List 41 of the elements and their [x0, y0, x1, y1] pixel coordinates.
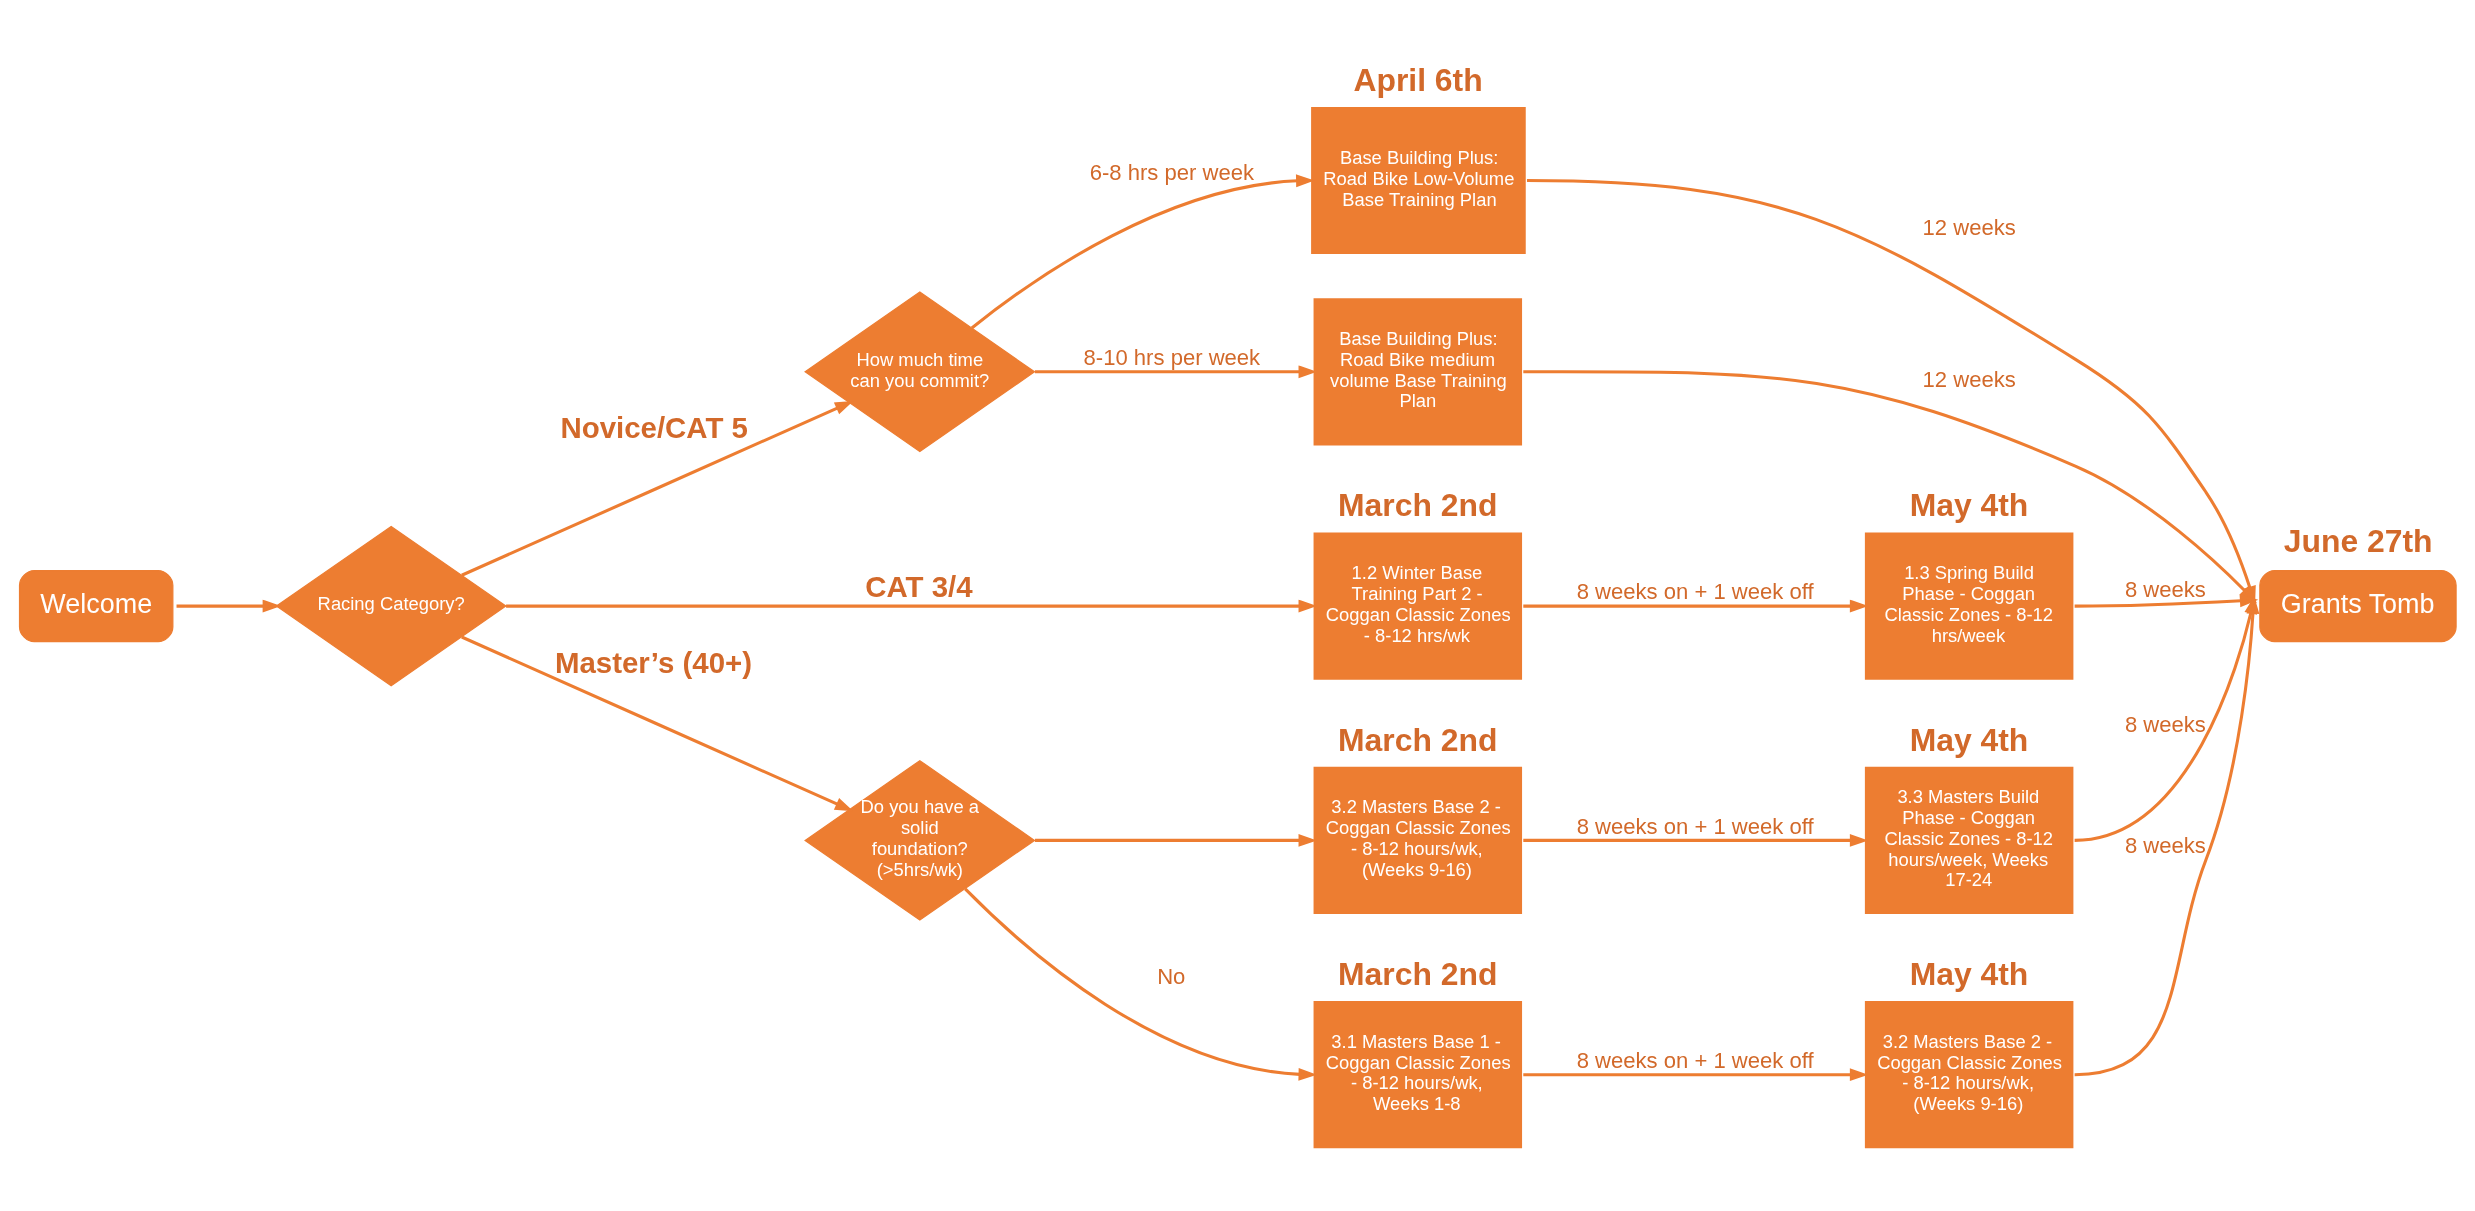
edge-label: 8 weeks on + 1 week off [1576, 813, 1814, 839]
node-box: 3.1 Masters Base 1 - Coggan Classic Zones - 8-12 hours/wk, Weeks 1-8 [1313, 1001, 1523, 1149]
node-diamond: Do you have a solid foundation? (>5hrs/wk) [804, 759, 1036, 921]
node-box: 3.2 Masters Base 2 - Coggan Classic Zones - 8-12 hours/wk, (Weeks 9-16) [1864, 1001, 2074, 1149]
edge-label: 8-10 hrs per week [1083, 344, 1261, 370]
edge-label: Master’s (40+) [554, 645, 752, 679]
edge-label: 8 weeks [2124, 576, 2206, 602]
edge-label: No [1157, 964, 1186, 990]
edge-label: 6-8 hrs per week [1089, 159, 1255, 185]
edge-label: Novice/CAT 5 [560, 411, 748, 445]
node-label: April 6th [1353, 61, 1483, 98]
arrow [506, 599, 1317, 613]
edge-label: 8 weeks on + 1 week off [1576, 1047, 1814, 1073]
edge-label: 12 weeks [1922, 367, 2016, 393]
node-box: Base Building Plus: Road Bike Low-Volume Base Training Plan [1311, 106, 1526, 255]
arrow [461, 635, 854, 812]
node-label: May 4th [1909, 487, 2029, 524]
node-box: 3.2 Masters Base 2 - Coggan Classic Zones - 8-12 hours/wk, (Weeks 9-16) [1313, 766, 1523, 914]
edge-label: 12 weeks [1922, 214, 2016, 240]
arrow [461, 400, 854, 577]
arrow [1034, 833, 1317, 847]
node-box: 1.3 Spring Build Phase - Coggan Classic Zones - 8-12 hrs/week [1864, 532, 2074, 680]
node-box: 3.3 Masters Build Phase - Coggan Classic Zones - 8-12 hours/week, Weeks 17-24 [1864, 766, 2074, 914]
edge-label: 8 weeks [2124, 711, 2206, 737]
edge-label: 8 weeks [2124, 833, 2206, 859]
node-diamond: How much time can you commit? [804, 291, 1036, 453]
node-box: 1.2 Winter Base Training Part 2 - Coggan Classic Zones - 8-12 hrs/wk [1313, 532, 1523, 680]
arrow [2074, 594, 2259, 608]
node-label: June 27th [2283, 522, 2433, 559]
node-box: Base Building Plus: Road Bike medium volume Base Training Plan [1313, 298, 1523, 446]
node-diamond: Racing Category? [275, 525, 507, 687]
node-label: May 4th [1909, 955, 2029, 992]
edge-label: CAT 3/4 [865, 569, 973, 603]
edge-label: 8 weeks on + 1 week off [1576, 579, 1814, 605]
node-label: March 2nd [1338, 955, 1498, 992]
node-label: March 2nd [1338, 721, 1498, 758]
arrow [1034, 365, 1317, 379]
arrow [970, 174, 1315, 330]
node-label: May 4th [1909, 721, 2029, 758]
node-label: March 2nd [1338, 487, 1498, 524]
arrow [964, 887, 1317, 1081]
